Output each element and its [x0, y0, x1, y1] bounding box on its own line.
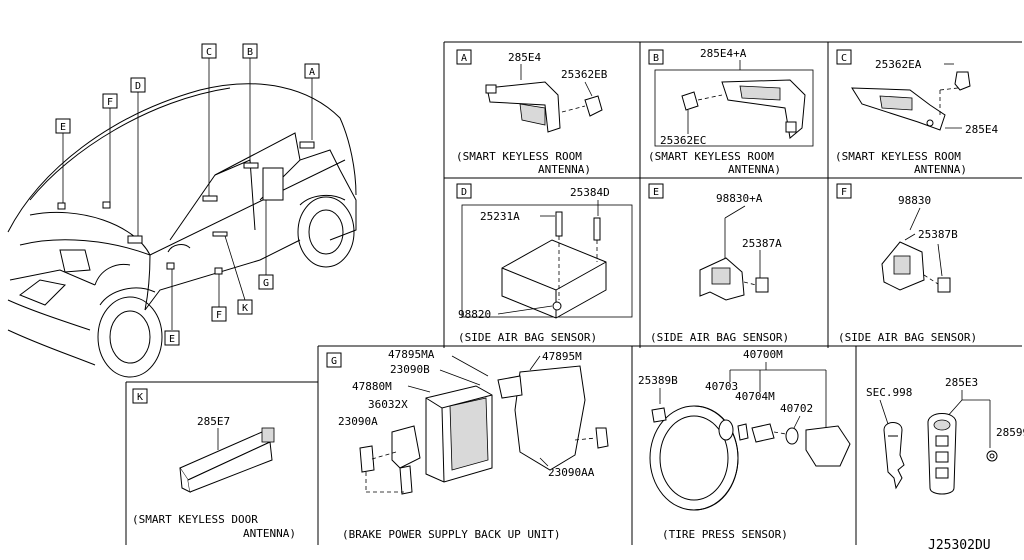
svg-text:B: B — [247, 47, 253, 58]
panel-intelligent-key: SEC.998 285E3 28599 — [866, 376, 1024, 495]
svg-text:47880M: 47880M — [352, 380, 392, 393]
svg-text:23090B: 23090B — [390, 363, 430, 376]
svg-text:47895M: 47895M — [542, 350, 582, 363]
svg-text:(SIDE AIR BAG SENSOR): (SIDE AIR BAG SENSOR) — [838, 331, 977, 344]
svg-text:G: G — [263, 278, 269, 289]
svg-text:D: D — [135, 81, 141, 92]
svg-text:(BRAKE POWER SUPPLY BACK UP UN: (BRAKE POWER SUPPLY BACK UP UNIT) — [342, 528, 561, 541]
svg-text:25384D: 25384D — [570, 186, 610, 199]
svg-text:23090A: 23090A — [338, 415, 378, 428]
svg-text:F: F — [841, 187, 847, 198]
svg-text:36032X: 36032X — [368, 398, 408, 411]
panel-E: E 98830+A 25387A (SIDE AIR BAG SENSOR) — [648, 183, 789, 344]
svg-text:ANTENNA): ANTENNA) — [243, 527, 296, 540]
svg-text:25362EB: 25362EB — [561, 68, 608, 81]
panel-A: A 285E4 25362EB (SMART KEYLESS ROOM ANTE… — [456, 49, 608, 176]
panel-C: C 25362EA 285E4 (SMART KEYLESS ROOM ANTE… — [835, 49, 998, 176]
callout-E-upper: E — [55, 118, 71, 134]
callout-D: D — [130, 77, 146, 93]
svg-text:40702: 40702 — [780, 402, 813, 415]
svg-text:47895MA: 47895MA — [388, 348, 435, 361]
svg-text:K: K — [137, 392, 143, 403]
svg-text:ANTENNA): ANTENNA) — [728, 163, 781, 176]
svg-text:E: E — [60, 122, 66, 133]
svg-text:40703: 40703 — [705, 380, 738, 393]
svg-text:C: C — [841, 53, 847, 64]
svg-text:B: B — [653, 53, 659, 64]
svg-text:285E4+A: 285E4+A — [700, 47, 747, 60]
svg-text:40700M: 40700M — [743, 348, 783, 361]
svg-text:F: F — [107, 97, 113, 108]
svg-text:(SMART KEYLESS ROOM: (SMART KEYLESS ROOM — [835, 150, 961, 163]
svg-text:(SMART KEYLESS ROOM: (SMART KEYLESS ROOM — [456, 150, 582, 163]
svg-text:E: E — [169, 334, 175, 345]
svg-text:98820: 98820 — [458, 308, 491, 321]
panel-frames — [125, 41, 1022, 545]
svg-text:F: F — [216, 310, 222, 321]
diagram-id: J25302DU — [928, 538, 991, 553]
panel-D: D 25384D 25231A 98820 (SIDE AIR BAG SENS… — [456, 183, 633, 344]
svg-text:25389B: 25389B — [638, 374, 678, 387]
svg-text:23090AA: 23090AA — [548, 466, 595, 479]
svg-text:K: K — [242, 303, 248, 314]
callout-B: B — [242, 43, 258, 59]
svg-text:285E7: 285E7 — [197, 415, 230, 428]
panel-K: K 285E7 (SMART KEYLESS DOOR ANTENNA) — [132, 388, 296, 540]
svg-text:(SIDE AIR BAG SENSOR): (SIDE AIR BAG SENSOR) — [650, 331, 789, 344]
panel-G: G 47895MA 23090B 47895M 47880M 36032X 23… — [326, 348, 609, 541]
callout-F-lower: F — [211, 306, 227, 322]
svg-text:ANTENNA): ANTENNA) — [914, 163, 967, 176]
svg-text:25362EC: 25362EC — [660, 134, 706, 147]
car-illustration — [7, 58, 357, 378]
svg-text:(TIRE PRESS SENSOR): (TIRE PRESS SENSOR) — [662, 528, 788, 541]
callout-F-upper: F — [102, 93, 118, 109]
svg-text:(SIDE AIR BAG SENSOR): (SIDE AIR BAG SENSOR) — [458, 331, 597, 344]
svg-text:(SMART KEYLESS DOOR: (SMART KEYLESS DOOR — [132, 513, 258, 526]
svg-text:ANTENNA): ANTENNA) — [538, 163, 591, 176]
svg-text:25231A: 25231A — [480, 210, 520, 223]
svg-text:285E3: 285E3 — [945, 376, 978, 389]
svg-text:40704M: 40704M — [735, 390, 775, 403]
svg-text:25362EA: 25362EA — [875, 58, 922, 71]
panel-B: B 285E4+A 25362EC (SMART KEYLESS ROOM AN… — [648, 47, 814, 176]
svg-text:25387A: 25387A — [742, 237, 782, 250]
svg-text:(SMART KEYLESS ROOM: (SMART KEYLESS ROOM — [648, 150, 774, 163]
callout-K: K — [237, 299, 253, 315]
callout-C: C — [201, 43, 217, 59]
svg-text:285E4: 285E4 — [965, 123, 998, 136]
svg-text:D: D — [461, 187, 467, 198]
svg-text:285E4: 285E4 — [508, 51, 541, 64]
svg-text:SEC.998: SEC.998 — [866, 386, 912, 399]
svg-text:G: G — [331, 356, 337, 367]
svg-text:98830: 98830 — [898, 194, 931, 207]
svg-text:25387B: 25387B — [918, 228, 958, 241]
svg-text:A: A — [309, 67, 315, 78]
svg-text:98830+A: 98830+A — [716, 192, 763, 205]
callout-A: A — [304, 63, 320, 79]
panel-F: F 98830 25387B (SIDE AIR BAG SENSOR) — [836, 183, 977, 344]
svg-text:A: A — [461, 53, 467, 64]
panel-tire-press-sensor: 40700M 25389B 40703 40704M 40702 (TIRE P… — [638, 348, 851, 541]
svg-text:E: E — [653, 187, 659, 198]
svg-text:C: C — [206, 47, 212, 58]
callout-E-lower: E — [164, 330, 180, 346]
svg-text:28599: 28599 — [996, 426, 1024, 439]
callout-G: G — [258, 274, 274, 290]
